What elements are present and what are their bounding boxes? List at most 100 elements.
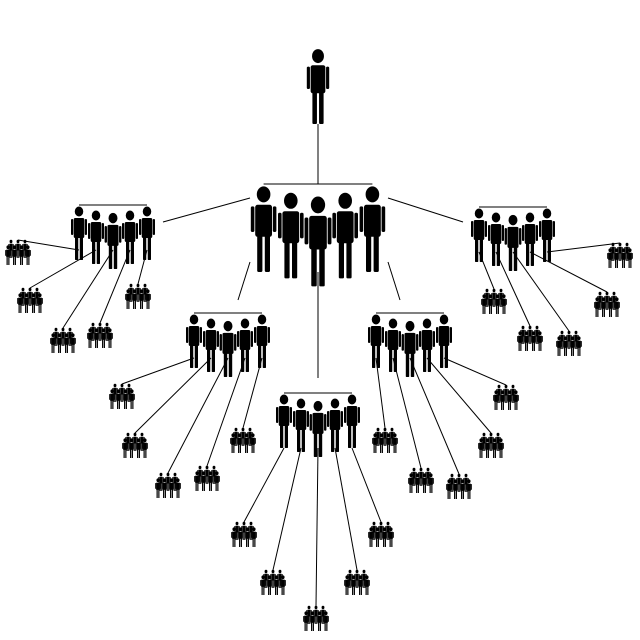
leaf-group [517,325,543,351]
connector-line [17,239,80,251]
person-icon [428,473,434,493]
person-icon [478,438,484,458]
connector-line [206,357,246,467]
leaf-group [607,242,633,268]
person-icon [109,389,115,409]
person-icon [600,297,607,317]
person-icon [594,297,600,317]
person-icon [368,527,374,547]
connector-line [334,447,358,571]
person-icon [385,318,401,372]
person-icon [168,478,175,498]
person-icon [93,328,100,348]
person-icon [344,394,360,448]
person-icon [56,333,63,353]
leaf-group [481,288,507,314]
person-icon [506,390,513,410]
leaf-group [594,291,620,317]
leaf-group [230,427,256,453]
connector-line [99,249,131,324]
person-icon [604,291,610,310]
person-icon [408,473,414,493]
person-icon [332,192,358,279]
person-icon [214,471,220,491]
person-icon [23,293,30,313]
person-icon [316,611,323,631]
person-icon [562,336,569,356]
person-icon [491,438,498,458]
leaf-group [260,569,286,595]
person-icon [251,527,257,547]
connector-line [495,251,531,327]
connector-line [121,357,195,385]
person-icon [392,433,398,453]
person-icon [104,212,122,269]
person-icon [556,336,562,356]
person-icon [244,527,251,547]
person-icon [530,331,537,351]
person-icon [90,322,96,341]
person-icon [280,575,286,595]
person-icon [499,390,506,410]
connector-line [387,197,464,223]
person-icon [364,575,370,595]
connector-line [351,447,382,523]
person-icon [278,192,304,279]
person-icon [122,210,138,264]
leaf-group [50,327,76,353]
person-icon [125,289,131,309]
person-icon [194,471,200,491]
leaf-group [446,473,472,499]
person-icon [70,333,76,353]
leaf-group [5,239,31,265]
person-groups [5,49,633,631]
person-icon [487,294,494,314]
person-icon [569,336,576,356]
person-icon [304,196,332,287]
person-icon [471,208,487,262]
leaf-group [493,384,519,410]
branch-mid-left-group [186,312,270,377]
leaf-group [194,465,220,491]
person-icon [452,479,459,499]
connector-line [392,357,422,469]
person-icon [50,333,56,353]
leaf-group [478,432,504,458]
person-icon [627,248,633,268]
person-icon [359,186,386,272]
person-icon [493,390,499,410]
person-icon [63,333,70,353]
person-icon [484,438,491,458]
person-icon [135,438,142,458]
person-icon [459,479,466,499]
person-icon [219,320,237,377]
connector-line [29,249,97,289]
person-icon [306,49,330,124]
person-icon [388,527,394,547]
person-icon [414,473,421,493]
person-icon [11,245,18,265]
person-icon [88,210,104,264]
person-icon [368,314,384,368]
person-icon [237,318,253,372]
person-icon [129,389,135,409]
connector-line [315,447,319,607]
connector-line [375,357,386,429]
person-icon [309,611,316,631]
connector-line [512,251,570,332]
person-icon [254,314,270,368]
person-icon [517,331,523,351]
leaf-group [372,427,398,453]
person-icon [207,471,214,491]
person-icon [620,248,627,268]
person-icon [266,575,273,595]
root-person [306,49,330,124]
leaf-group [408,467,434,493]
person-icon [230,433,236,453]
person-icon [250,186,277,272]
person-icon [344,575,350,595]
person-icon [446,479,452,499]
person-icon [488,212,504,266]
person-icon [293,398,309,452]
